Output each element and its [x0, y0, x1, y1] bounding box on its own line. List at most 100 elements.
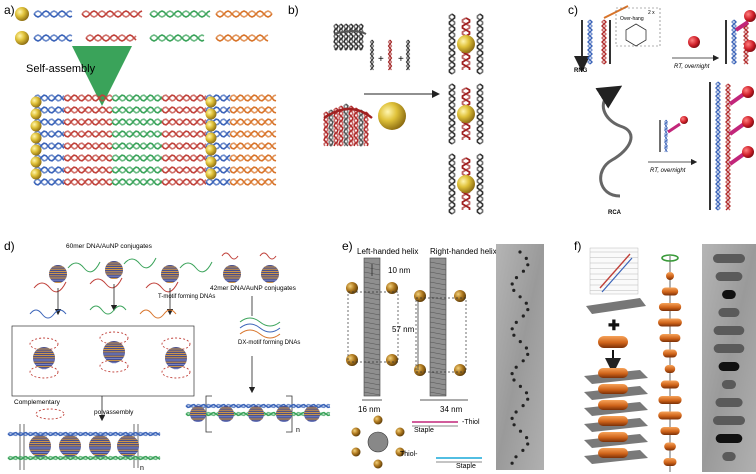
nanorod-tem [721, 380, 736, 389]
gold-nanoparticle-icon [15, 31, 29, 45]
dna-strand [33, 130, 65, 138]
dna-strand [259, 252, 277, 260]
assembly-box [11, 325, 195, 397]
gold-nanorod [659, 334, 681, 342]
dna-strand [239, 323, 281, 333]
dim-57nm: 57 nm [392, 325, 415, 334]
dna-strand [358, 109, 364, 147]
t-motif-label: T-motif forming DNAs [158, 294, 215, 300]
dna-strand [229, 154, 277, 162]
gold-nanoparticle-icon [205, 96, 217, 108]
two-x-label: 2 x [648, 10, 655, 16]
red-nanoparticle-icon [680, 116, 688, 124]
gold-nanorod [664, 442, 676, 451]
gold-nanoparticle-icon [30, 96, 42, 108]
rca-product [709, 81, 754, 211]
dna-strand [63, 106, 113, 114]
dna-strand [725, 83, 731, 211]
red-nanoparticle-icon [742, 86, 754, 98]
dna-strand [405, 39, 411, 71]
dna-strand [229, 130, 277, 138]
dna-strand [33, 142, 65, 150]
nanorod-tem [718, 308, 740, 317]
dna-strand [111, 142, 163, 150]
bundle-hatch [363, 316, 381, 321]
rng-product [725, 10, 756, 65]
gold-nanoparticle-icon [15, 7, 29, 21]
nanoparticle-dot [514, 365, 518, 369]
condition-label: RT, overnight [650, 168, 686, 174]
panel-a: a) Self-assembly [4, 3, 277, 186]
dim-34nm: 34 nm [440, 405, 463, 414]
bundle-hatch [363, 361, 381, 366]
dna-strand [63, 94, 113, 102]
nanorod-tem [722, 290, 736, 299]
dna-strand [63, 118, 113, 126]
thiol-label: -Thiol [462, 419, 480, 426]
dna-strand [149, 10, 211, 18]
thiol-label: Thiol- [400, 451, 418, 458]
assembled-lattice [30, 94, 277, 186]
nanoparticle-dot [521, 359, 525, 363]
bundle-hatch [429, 326, 447, 331]
gold-nanoparticle-icon [395, 427, 405, 437]
panel-e: e) Left-handed helix Right-handed helix … [342, 239, 544, 470]
dna-strand [63, 130, 113, 138]
nanoparticle-dot [514, 455, 518, 459]
nanorod-tem [713, 416, 745, 425]
dna-strand [63, 142, 113, 150]
plus-symbol: ✚ [608, 317, 620, 333]
dna-strand [239, 329, 281, 339]
dashed-loop [35, 408, 65, 420]
dna-strand [215, 34, 269, 42]
frame-edge [323, 107, 373, 119]
dashed-frame [415, 297, 467, 373]
gold-nanorod [663, 458, 677, 466]
gold-nanoparticle-icon [386, 354, 398, 366]
gold-nanoparticle-icon [346, 282, 358, 294]
nanoparticle-dot [524, 256, 528, 260]
dna-strand [353, 23, 359, 51]
nanorod-tem [713, 344, 745, 353]
bundle-hatch [429, 336, 447, 341]
gold-nanoparticle-icon [30, 144, 42, 156]
dna-strand [664, 119, 668, 153]
binding-site [601, 257, 633, 293]
dna-strand [387, 39, 393, 71]
nanorod-tem [713, 254, 745, 263]
bundle-hatch [429, 356, 447, 361]
dx-motif-label: DX-motif forming DNAs [238, 340, 300, 346]
dna-strand [358, 23, 364, 51]
nanoparticle-dot [518, 429, 523, 433]
dna-strand [111, 130, 163, 138]
bundle-hatch [363, 381, 381, 386]
red-nanoparticle-icon [688, 36, 700, 48]
ring-structure [625, 23, 647, 47]
dna-strand [161, 106, 207, 114]
gold-nanoparticle-icon [395, 447, 405, 457]
dna-strand [229, 142, 277, 150]
dna-strand [664, 119, 668, 153]
bundle-hatch [363, 301, 381, 306]
panel-f: f) ✚ [574, 239, 756, 472]
dna-strand [363, 111, 369, 147]
gold-nanoparticle-icon [373, 415, 383, 425]
small-conjugate [659, 116, 688, 153]
panel-a-strands [33, 10, 273, 42]
bundle-hatch [429, 351, 447, 356]
linker [728, 122, 746, 136]
dna-strand [387, 39, 393, 71]
dna-strand [229, 106, 277, 114]
dna-strand [81, 10, 143, 18]
nanoparticle-dot [526, 263, 530, 267]
nanoparticle-dot [510, 327, 514, 331]
dashed-frame [347, 291, 399, 363]
bundle-hatch [429, 316, 447, 321]
gold-nanorod [661, 287, 679, 296]
dna-strand [215, 10, 273, 18]
dna-strand [601, 19, 607, 65]
gold-nanorod [658, 318, 682, 327]
gold-nanorod [660, 380, 680, 389]
gold-nanoparticle-icon [457, 175, 475, 193]
dna-strand [587, 19, 593, 65]
